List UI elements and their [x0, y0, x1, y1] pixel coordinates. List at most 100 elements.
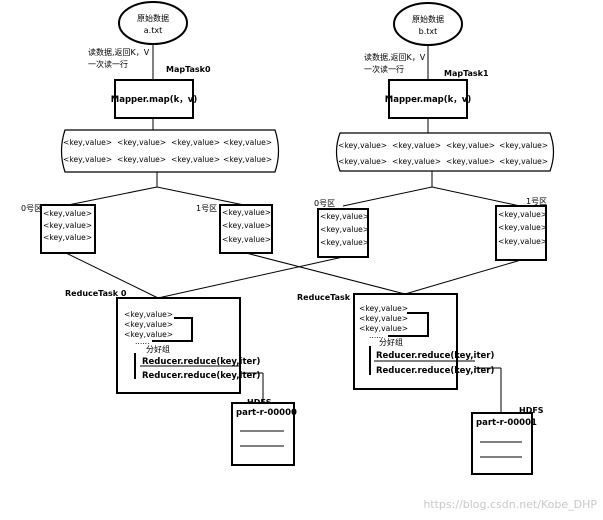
group-ellipsis: ......	[135, 337, 149, 346]
edge-p00-reduce0	[65, 252, 159, 299]
group-kv: <key,value>	[359, 314, 408, 323]
buffer-shape	[335, 132, 555, 172]
grouped-label: 分好组	[146, 344, 170, 354]
source-file-b: 原始数据 b.txt	[393, 2, 463, 46]
source-file-a: 原始数据 a.txt	[118, 1, 188, 45]
read-note-0-line2: 一次读一行	[88, 59, 128, 69]
mapper-box-0: Mapper.map(k，v)	[111, 79, 197, 119]
output-file-name: part-r-00000	[236, 408, 297, 418]
hdfs-output-1: part-r-00001	[471, 412, 537, 475]
partition-label-1-map0: 1号区	[196, 204, 217, 213]
edge-p10-reduce0	[157, 256, 344, 299]
read-note-0-line1: 读数据,返回K，V	[88, 47, 150, 57]
edge-split-p0	[67, 186, 158, 206]
reducetask0-label: ReduceTask 0	[65, 289, 127, 298]
partition-rect	[495, 205, 547, 261]
edge-p01-reduce1	[245, 252, 406, 295]
partition-1-map1: <key,value> <key,value> <key,value>	[495, 205, 547, 261]
mapper-label: Mapper.map(k，v)	[385, 95, 472, 105]
hdfs-file-rect	[471, 412, 533, 475]
edge-split1-p1	[431, 186, 521, 207]
buffer-kv: <key,value>	[63, 155, 112, 164]
partition-kv: <key,value>	[320, 212, 369, 221]
buffer-kv: <key,value>	[446, 157, 495, 166]
buffer-kv: <key,value>	[223, 155, 272, 164]
group-kv: <key,value>	[359, 324, 408, 333]
group-kv: <key,value>	[359, 304, 408, 313]
group-kv: <key,value>	[124, 330, 173, 339]
buffer-kv: <key,value>	[171, 155, 220, 164]
mapper-rect	[114, 79, 194, 119]
buffer-kv: <key,value>	[338, 141, 387, 150]
buffer-kv: <key,value>	[171, 138, 220, 147]
partition-rect	[219, 204, 273, 254]
partition-kv: <key,value>	[222, 221, 271, 230]
reduce-call-line1: Reducer.reduce(key,iter)	[142, 357, 260, 367]
partition-kv: <key,value>	[43, 233, 92, 242]
read-note-1-line2: 一次读一行	[364, 64, 404, 74]
buffer-kv: <key,value>	[223, 138, 272, 147]
source-ellipse	[393, 2, 463, 46]
edge-p11-reduce1	[404, 259, 522, 295]
hdfs-label-1: HDFS	[519, 406, 544, 415]
group-ellipsis: ......	[369, 331, 383, 340]
partition-label-0-map0: 0号区	[21, 204, 42, 213]
source-file-name: a.txt	[144, 26, 162, 35]
buffer-shape	[60, 129, 280, 173]
source-file-name: b.txt	[419, 27, 438, 36]
group-bracket	[388, 312, 429, 337]
hdfs-output-0: part-r-00000	[231, 402, 297, 466]
reducetask-rect	[116, 297, 241, 394]
map-output-buffer-1: <key,value> <key,value> <key,value> <key…	[335, 132, 555, 172]
buffer-kv: <key,value>	[117, 138, 166, 147]
buffer-kv: <key,value>	[499, 157, 548, 166]
reducetask-rect	[353, 293, 458, 390]
source-title: 原始数据	[137, 13, 169, 23]
buffer-kv: <key,value>	[499, 141, 548, 150]
partition-kv: <key,value>	[43, 209, 92, 218]
partition-kv: <key,value>	[320, 225, 369, 234]
reduce-call-line1: Reducer.reduce(key,iter)	[376, 351, 494, 361]
group-kv: <key,value>	[124, 310, 173, 319]
buffer-kv: <key,value>	[392, 141, 441, 150]
grouped-label: 分好组	[379, 337, 403, 347]
reduce-call-line2: Reducer.reduce(key,iter)	[142, 371, 260, 381]
partition-kv: <key,value>	[43, 221, 92, 230]
read-note-1-line1: 读数据,返回K，V	[364, 52, 426, 62]
buffer-kv: <key,value>	[338, 157, 387, 166]
maptask1-label: MapTask1	[444, 69, 489, 78]
reduce-call-line2: Reducer.reduce(key,iter)	[376, 366, 494, 376]
watermark-text: https://blog.csdn.net/Kobe_DHP	[423, 498, 597, 511]
buffer-kv: <key,value>	[446, 141, 495, 150]
partition-0-map1: <key,value> <key,value> <key,value>	[317, 208, 369, 258]
edge-split1-p0	[342, 186, 433, 207]
map-output-buffer-0: <key,value> <key,value> <key,value> <key…	[60, 129, 280, 173]
edge-split-p1	[156, 186, 245, 206]
connectors	[65, 44, 522, 413]
partition-kv: <key,value>	[498, 223, 547, 232]
hdfs-file-rect	[231, 402, 295, 466]
buffer-kv: <key,value>	[63, 138, 112, 147]
group-kv: <key,value>	[124, 320, 173, 329]
partition-1-map0: <key,value> <key,value> <key,value>	[219, 204, 273, 254]
partition-kv: <key,value>	[222, 208, 271, 217]
partition-kv: <key,value>	[498, 237, 547, 246]
buffer-kv: <key,value>	[117, 155, 166, 164]
maptask0-label: MapTask0	[166, 65, 211, 74]
partition-kv: <key,value>	[498, 210, 547, 219]
partition-kv: <key,value>	[320, 238, 369, 247]
partition-label-1-map1: 1号区	[526, 197, 547, 206]
mapper-rect	[388, 79, 468, 119]
partition-0-map0: <key,value> <key,value> <key,value>	[40, 204, 96, 254]
output-file-name: part-r-00001	[476, 418, 537, 428]
reducetask-0-box: <key,value> <key,value> <key,value> ....…	[116, 297, 260, 394]
reducetask1-label: ReduceTask 1	[297, 293, 359, 302]
source-title: 原始数据	[412, 14, 444, 24]
reducetask-1-box: <key,value> <key,value> <key,value> ....…	[353, 293, 494, 390]
buffer-kv: <key,value>	[392, 157, 441, 166]
mapper-box-1: Mapper.map(k，v)	[385, 79, 472, 119]
partition-label-0-map1: 0号区	[314, 199, 335, 208]
group-bracket	[152, 317, 193, 342]
